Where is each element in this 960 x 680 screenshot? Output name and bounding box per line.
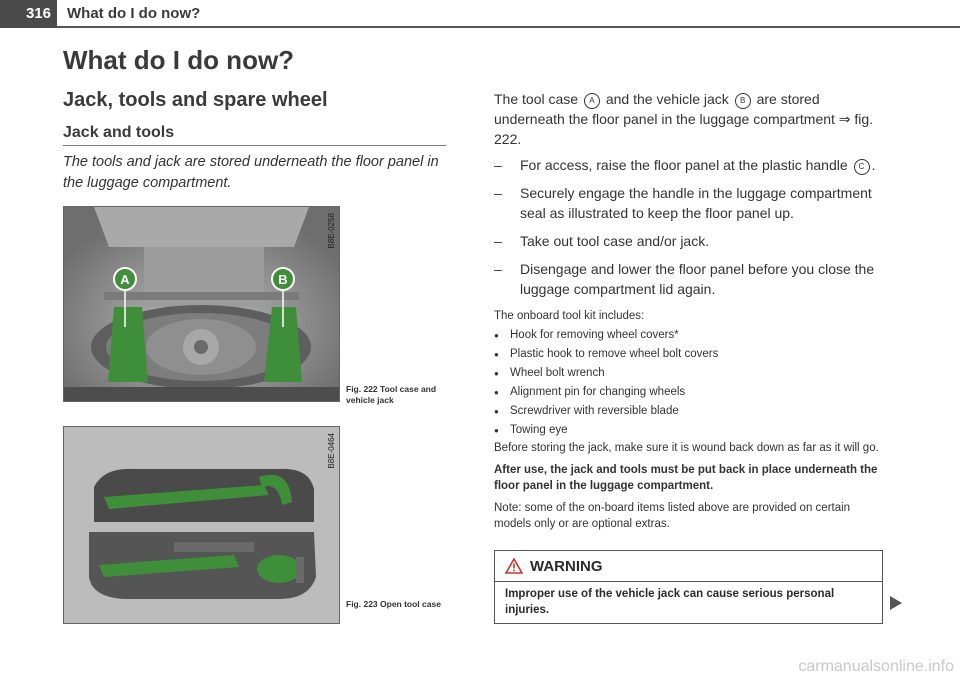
page-number: 316 xyxy=(0,0,57,28)
wrench-shape xyxy=(104,485,269,509)
kit-item: Alignment pin for changing wheels xyxy=(494,383,886,402)
watermark: carmanualsonline.info xyxy=(798,658,954,675)
optional-note: Note: some of the on-board items listed … xyxy=(494,502,851,530)
callout-b: B xyxy=(734,93,751,109)
header-title: What do I do now? xyxy=(67,5,201,22)
marker-a: A xyxy=(120,272,130,287)
section-heading: Jack, tools and spare wheel xyxy=(63,89,328,111)
warning-triangle-icon xyxy=(505,558,523,574)
continue-arrow-icon xyxy=(890,596,902,610)
page-heading: What do I do now? xyxy=(63,45,295,75)
callout-c: C xyxy=(853,159,870,175)
warning-header: WARNING xyxy=(495,551,882,582)
open-tool-case-illustration xyxy=(64,427,339,623)
kit-intro: The onboard tool kit includes: xyxy=(494,310,645,322)
kit-item: Towing eye xyxy=(494,421,886,440)
storage-paragraph: The tool case A and the vehicle jack B a… xyxy=(494,91,874,147)
figure-code: B8E-0464 xyxy=(327,433,336,469)
figure-caption: Fig. 222 Tool case and vehicle jack xyxy=(346,384,437,405)
jack-shape xyxy=(264,307,302,382)
figure-caption: Fig. 223 Open tool case xyxy=(346,599,441,609)
step-list: For access, raise the floor panel at the… xyxy=(494,155,886,299)
step-item: For access, raise the floor panel at the… xyxy=(494,155,886,175)
sub-heading-rule xyxy=(63,145,446,146)
figure-tool-case-and-jack: A B B8E-0258 xyxy=(63,206,340,402)
tool-case-shape xyxy=(108,307,148,382)
callout-a: A xyxy=(583,93,600,109)
header-rule xyxy=(57,26,960,28)
kit-item: Wheel bolt wrench xyxy=(494,364,886,383)
step-item: Securely engage the handle in the luggag… xyxy=(494,183,886,223)
sub-heading: Jack and tools xyxy=(63,124,175,141)
figure-open-tool-case: B8E-0464 xyxy=(63,426,340,624)
warning-title: WARNING xyxy=(530,557,603,575)
jack-note: Before storing the jack, make sure it is… xyxy=(494,442,879,454)
step-item: Take out tool case and/or jack. xyxy=(494,231,886,251)
screwdriver-shape xyxy=(99,555,239,577)
marker-b: B xyxy=(278,272,287,287)
step-item: Disengage and lower the floor panel befo… xyxy=(494,259,886,299)
luggage-compartment-illustration: A B xyxy=(64,207,339,401)
kit-item: Screwdriver with reversible blade xyxy=(494,402,886,421)
after-use-note: After use, the jack and tools must be pu… xyxy=(494,464,878,492)
kit-list: Hook for removing wheel covers* Plastic … xyxy=(494,326,886,440)
kit-item: Plastic hook to remove wheel bolt covers xyxy=(494,345,886,364)
body-text: The tool case A and the vehicle jack B a… xyxy=(494,89,886,532)
intro-text: The tools and jack are stored underneath… xyxy=(63,154,439,191)
warning-text: Improper use of the vehicle jack can cau… xyxy=(505,588,835,616)
figure-code: B8E-0258 xyxy=(327,213,336,249)
kit-item: Hook for removing wheel covers* xyxy=(494,326,886,345)
warning-box: WARNING Improper use of the vehicle jack… xyxy=(494,550,883,624)
